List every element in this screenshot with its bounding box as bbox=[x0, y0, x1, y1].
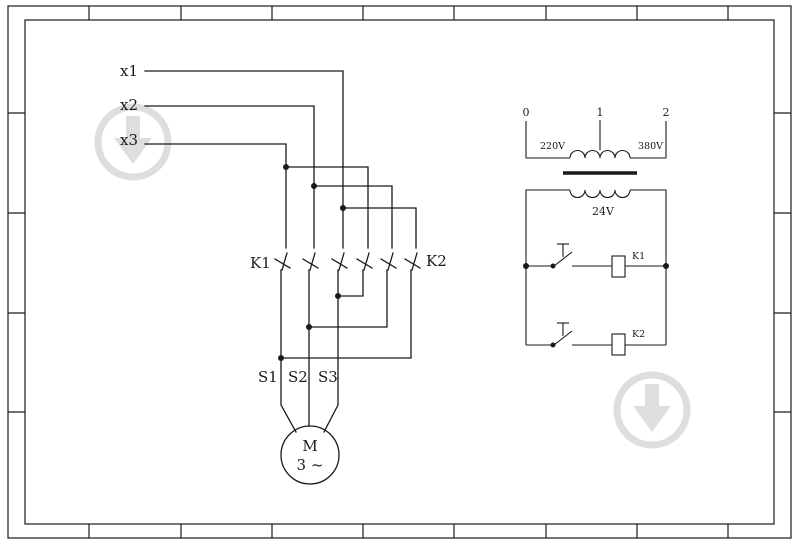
secondary-voltage: 24V bbox=[592, 205, 615, 218]
coil-label-k2: K2 bbox=[632, 329, 645, 340]
contact-terminal-dot bbox=[550, 342, 556, 348]
tap-label-2: 2 bbox=[663, 106, 670, 119]
motor-label-phase: 3 ~ bbox=[297, 456, 324, 474]
download-arrow-icon bbox=[613, 371, 691, 449]
supply-line-x3 bbox=[144, 143, 287, 249]
junction-dot bbox=[663, 263, 669, 269]
pushbutton-k2-contact bbox=[553, 330, 573, 346]
motor-label-m: M bbox=[302, 437, 317, 455]
k2-contacts bbox=[356, 252, 421, 271]
tap-label-1: 1 bbox=[597, 106, 604, 119]
terminal-label-x1: x1 bbox=[120, 62, 138, 80]
coil-k2 bbox=[611, 333, 626, 356]
motor-symbol bbox=[280, 425, 340, 485]
control-circuit: 0 1 2 220V 380V 24V K1 bbox=[523, 106, 670, 356]
contact-terminal-dot bbox=[550, 263, 556, 269]
tap-x3-to-k2 bbox=[285, 166, 369, 249]
primary-winding bbox=[569, 150, 631, 159]
motor-terminal-s2: S2 bbox=[288, 368, 308, 386]
reverse-line-1 bbox=[337, 269, 364, 297]
supply-line-x2 bbox=[144, 105, 315, 249]
pushbutton-k1-contact bbox=[553, 251, 573, 267]
junction-dot bbox=[311, 183, 317, 189]
power-circuit: x1 x2 x3 K1 bbox=[120, 62, 447, 485]
k1-contacts bbox=[274, 252, 348, 271]
tap-x1-to-k2 bbox=[342, 207, 417, 249]
coil-k1 bbox=[611, 255, 626, 278]
contactor-label-k2: K2 bbox=[426, 252, 447, 270]
tap-x2-to-k2 bbox=[313, 185, 393, 249]
motor-terminal-s3: S3 bbox=[318, 368, 338, 386]
junction-dot bbox=[306, 324, 312, 330]
terminal-label-x3: x3 bbox=[120, 131, 138, 149]
contactor-label-k1: K1 bbox=[250, 254, 271, 272]
junction-dot bbox=[335, 293, 341, 299]
terminal-label-x2: x2 bbox=[120, 96, 138, 114]
reverse-line-3 bbox=[280, 269, 412, 359]
reverse-line-2 bbox=[308, 269, 388, 328]
primary-voltage-high: 380V bbox=[638, 141, 663, 152]
drawing-frame bbox=[7, 5, 792, 539]
secondary-winding bbox=[569, 189, 631, 198]
tap-label-0: 0 bbox=[523, 106, 530, 119]
supply-line-x1 bbox=[144, 70, 344, 249]
download-arrow-icon bbox=[94, 103, 172, 181]
junction-dot bbox=[523, 263, 529, 269]
junction-dot bbox=[340, 205, 346, 211]
junction-dot bbox=[283, 164, 289, 170]
coil-label-k1: K1 bbox=[632, 251, 645, 262]
primary-voltage-low: 220V bbox=[540, 141, 565, 152]
motor-terminal-s1: S1 bbox=[258, 368, 278, 386]
